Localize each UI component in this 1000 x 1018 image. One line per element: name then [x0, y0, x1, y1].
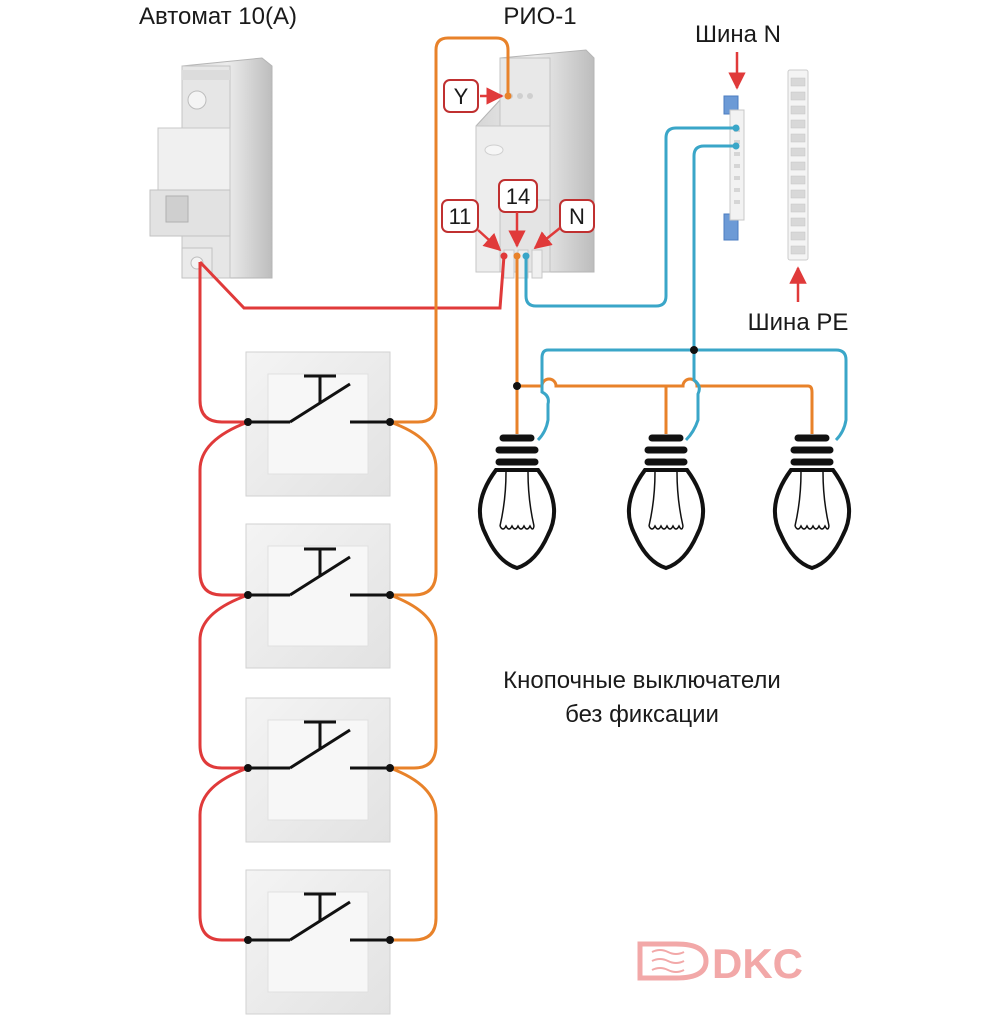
tag-14: 14	[498, 179, 538, 248]
bus-n-label: Шина N	[695, 21, 781, 48]
switch-symbol-2	[248, 547, 390, 597]
bus-pe-label: Шина PE	[748, 309, 849, 336]
terminal-dots	[500, 92, 740, 260]
tag-y-text: Y	[454, 84, 469, 109]
dkc-logo: DKC	[637, 940, 803, 987]
junction-dots	[244, 346, 698, 944]
lamp-3	[773, 434, 851, 571]
control-wires	[389, 36, 814, 942]
switches-caption-line2: без фиксации	[565, 701, 719, 728]
circuit-breaker	[149, 57, 273, 279]
lamp-1	[478, 434, 556, 571]
tag-14-text: 14	[506, 184, 530, 209]
pe-bus	[787, 69, 809, 261]
neutral-bus	[723, 95, 745, 241]
switch-symbol-1	[248, 374, 390, 424]
tag-n: N	[533, 199, 595, 250]
push-button-3	[245, 697, 391, 843]
tag-n-text: N	[569, 204, 585, 229]
breaker-label: Автомат 10(А)	[139, 3, 297, 30]
tag-y: Y	[443, 79, 504, 113]
relay-label: РИО-1	[503, 3, 576, 30]
switch-symbol-4	[248, 892, 390, 942]
tag-11: 11	[441, 199, 502, 252]
tag-11-text: 11	[449, 204, 472, 229]
switches-caption-line1: Кнопочные выключатели	[503, 667, 781, 694]
push-button-4	[245, 869, 391, 1015]
push-button-1	[245, 351, 391, 497]
switch-symbol-3	[248, 720, 390, 770]
phase-wires	[198, 255, 506, 942]
neutral-wires	[524, 126, 848, 442]
lamp-2	[627, 434, 705, 571]
dkc-logo-text: DKC	[712, 940, 803, 987]
